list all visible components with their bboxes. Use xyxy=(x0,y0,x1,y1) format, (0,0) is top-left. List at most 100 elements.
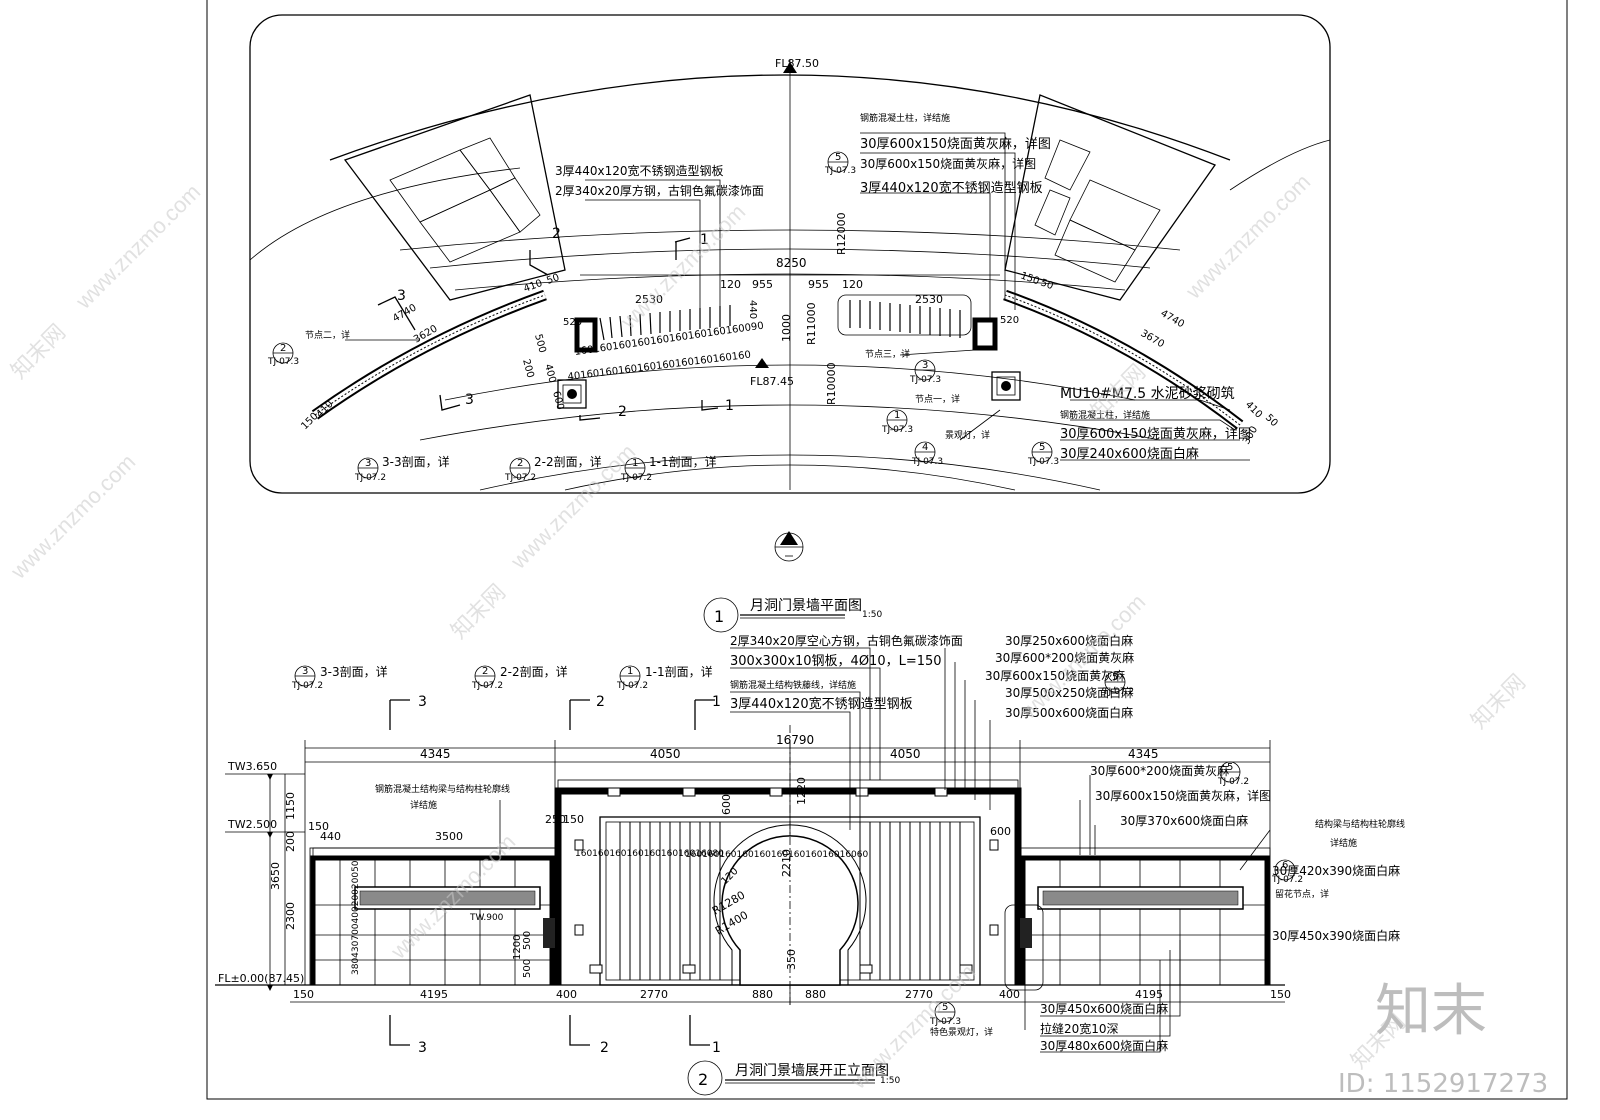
plan-note-2: 2厚340x20厚方钢，古铜色氟碳漆饰面 xyxy=(555,183,764,198)
elev-b400-left: 400 xyxy=(556,988,577,1001)
dim-440: 440 xyxy=(747,300,758,319)
dim-520-left: 520 xyxy=(563,317,582,328)
radius-r11000: R11000 xyxy=(805,302,818,345)
plan-cut-2-label: 2 xyxy=(552,226,561,242)
svg-text:TJ-07.3: TJ-07.3 xyxy=(881,425,913,435)
elev-dim-4345-left: 4345 xyxy=(420,747,451,761)
plan-curved-wall-left xyxy=(311,289,547,420)
plan-cut-3-label: 3 xyxy=(397,288,406,304)
elev-note-13: 结构梁与结构柱轮廓线 xyxy=(1315,818,1405,830)
elev-dim-total: 16790 xyxy=(776,733,814,747)
dim-1000: 1000 xyxy=(780,314,793,342)
svg-text:1: 1 xyxy=(627,666,633,677)
screen-slats xyxy=(619,822,961,980)
svg-text:知末网: 知末网 xyxy=(1466,669,1530,733)
dim-4740-right: 4740 xyxy=(1159,308,1187,330)
plan-note-5: 30厚600x150烧面黄灰麻，详图 xyxy=(860,156,1036,171)
level-tw3650: TW3.650 xyxy=(227,760,277,773)
radius-r10000: R10000 xyxy=(825,362,838,405)
elevation-scale: 1:50 xyxy=(880,1076,900,1086)
elev-cut-2-top: 2 xyxy=(596,694,605,710)
svg-text:TJ-07.2: TJ-07.2 xyxy=(504,473,536,483)
plan-note-1: 3厚440x120宽不锈钢造型钢板 xyxy=(555,163,724,178)
plan-slats-right xyxy=(849,300,961,338)
elev-dim-2210: 2210 xyxy=(780,849,793,877)
svg-text:3: 3 xyxy=(302,666,308,677)
svg-text:2: 2 xyxy=(517,458,523,469)
plan-lamp-note: 景观灯，详 xyxy=(945,429,990,441)
svg-text:TJ-07.2: TJ-07.2 xyxy=(1217,777,1249,787)
svg-text:TJ-07.2: TJ-07.2 xyxy=(354,473,386,483)
plan-frame xyxy=(249,14,1331,494)
dim-8250: 8250 xyxy=(776,256,807,270)
svg-text:TJ-07.3: TJ-07.3 xyxy=(911,457,943,467)
svg-text:2: 2 xyxy=(482,666,488,677)
svg-text:5: 5 xyxy=(942,1002,948,1013)
elev-note-17: 30厚450x390烧面白麻 xyxy=(1272,928,1400,943)
dim-2530-left: 2530 xyxy=(635,293,663,306)
plan-post-left xyxy=(574,317,598,353)
plan-title-bubble xyxy=(703,597,739,633)
lamp-icon xyxy=(557,371,1021,409)
dim-3670: 3670 xyxy=(1139,328,1167,350)
plan-screen-right xyxy=(837,294,972,336)
elev-sec11: 1-1剖面，详 xyxy=(645,664,713,679)
elev-dim-150b: 150 xyxy=(563,813,584,826)
plan-node-3: 节点三，详 xyxy=(865,348,910,360)
plan-node-2: 节点二，详 xyxy=(305,329,350,341)
level-tw900: TW.900 xyxy=(469,913,504,923)
svg-text:www.znzmo.com: www.znzmo.com xyxy=(70,179,205,314)
elev-dim-200: 200 xyxy=(284,831,297,852)
plan-sec33: 3-3剖面，详 xyxy=(382,454,450,469)
svg-text:1: 1 xyxy=(894,410,900,421)
elev-b4195-right: 4195 xyxy=(1135,988,1163,1001)
svg-text:TJ-07.3: TJ-07.3 xyxy=(1027,457,1059,467)
view-direction-marker: 2 xyxy=(774,531,804,562)
elev-sec33: 3-3剖面，详 xyxy=(320,664,388,679)
dim-400: 400 xyxy=(542,363,558,384)
dim-955-left: 955 xyxy=(752,278,773,291)
svg-text:2: 2 xyxy=(785,536,791,547)
elevation-view: 16790 4345 4050 4050 4345 TW3.650 TW2.50… xyxy=(215,633,1405,1096)
right-wall-panel xyxy=(1019,847,1271,986)
elev-cut-2-bottom: 2 xyxy=(600,1040,609,1056)
svg-text:5: 5 xyxy=(1039,442,1045,453)
sheet-border xyxy=(206,0,1568,1100)
plan-post-right xyxy=(972,317,998,351)
svg-text:知末网: 知末网 xyxy=(446,579,510,643)
elev-note-22: 详结施 xyxy=(410,799,437,811)
plan-note-10: 30厚240x600烧面白麻 xyxy=(1060,446,1199,462)
elev-b2770-left: 2770 xyxy=(640,988,668,1001)
watermark-id: ID: 1152917273 xyxy=(1338,1069,1548,1099)
dim-50-left: 50 xyxy=(545,272,561,287)
plan-level-top: FL87.50 xyxy=(775,57,819,70)
svg-text:TJ-07.3: TJ-07.3 xyxy=(909,375,941,385)
moon-gate-frame xyxy=(554,787,1022,985)
elev-row-160b: 16016016016016016016016016016060 xyxy=(685,850,869,860)
elev-dim-4345-right: 4345 xyxy=(1128,747,1159,761)
svg-text:3: 3 xyxy=(365,458,371,469)
elev-note-15: 30厚420x390烧面白麻 xyxy=(1272,863,1400,878)
elev-cut-3-bottom: 3 xyxy=(418,1040,427,1056)
plan-cut-1b-label: 1 xyxy=(725,398,734,414)
plan-sec11: 1-1剖面，详 xyxy=(649,454,717,469)
svg-text:TJ-07.3: TJ-07.3 xyxy=(824,166,856,176)
elev-row-160: 16016016016016016016016080 xyxy=(575,849,724,859)
elev-note-19: 拉缝20宽10深 xyxy=(1040,1021,1119,1036)
elev-note-10: 30厚600*200烧面黄灰麻 xyxy=(1090,763,1229,778)
moon-opening xyxy=(721,835,859,986)
svg-text:3: 3 xyxy=(922,360,928,371)
elev-note-23: 特色景观灯，详 xyxy=(930,1026,993,1038)
svg-text:6: 6 xyxy=(1282,860,1288,871)
elev-note-5: 30厚250x600烧面白麻 xyxy=(1005,633,1133,648)
svg-text:4: 4 xyxy=(922,442,928,453)
svg-text:TJ-07.2: TJ-07.2 xyxy=(471,681,503,691)
plan-curved-wall-right xyxy=(1003,289,1244,430)
elev-dim-500a: 500 xyxy=(522,931,533,950)
level-tw2500: TW2.500 xyxy=(227,818,277,831)
elev-b150-left: 150 xyxy=(293,988,314,1001)
plan-title: 月洞门景墙平面图 xyxy=(750,598,862,614)
plan-planter-left xyxy=(343,94,566,301)
elev-b150-right: 150 xyxy=(1270,988,1291,1001)
